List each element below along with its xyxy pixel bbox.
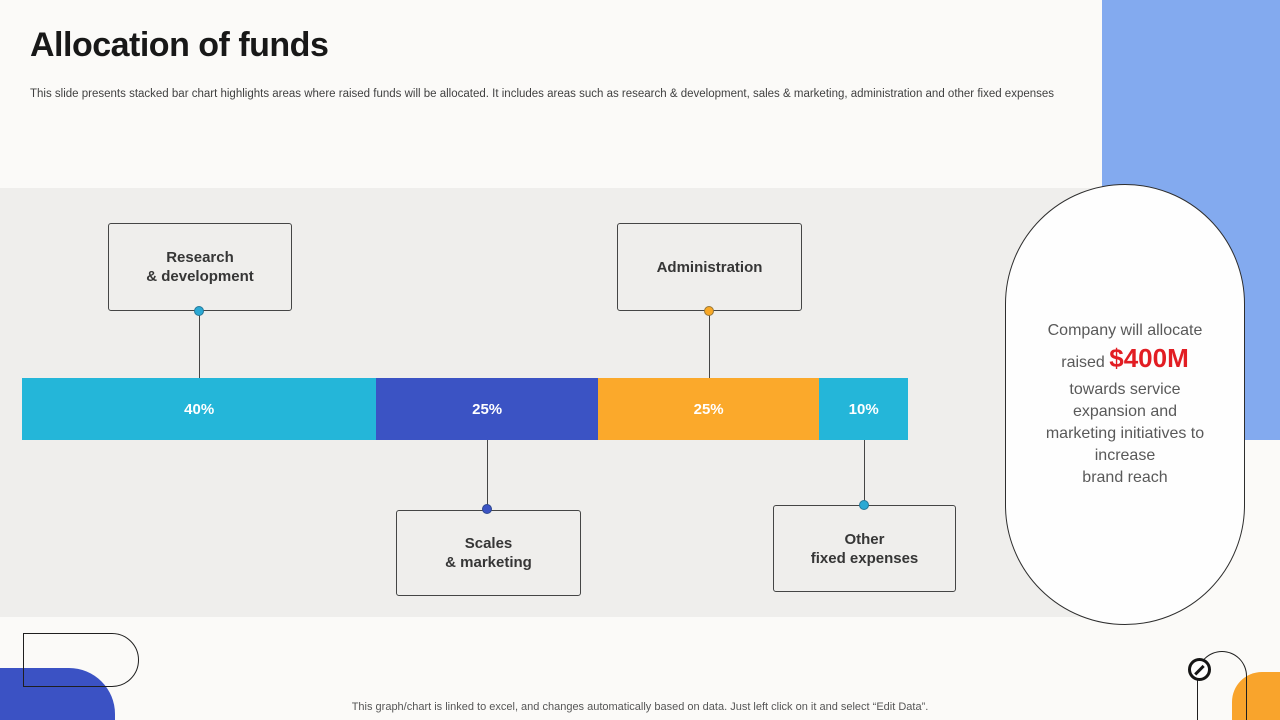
page-title: Allocation of funds: [30, 26, 329, 64]
callout-box-administration[interactable]: Administration: [617, 223, 802, 311]
connector-line: [709, 311, 710, 378]
bar-segment-0[interactable]: 40%: [22, 378, 377, 440]
bar-segment-label: 25%: [693, 400, 724, 418]
bar-segment-label: 40%: [184, 400, 215, 418]
callout-box-scales-marketing[interactable]: Scales & marketing: [396, 510, 581, 596]
connector-line: [864, 440, 865, 506]
connector-dot-research: [194, 306, 204, 316]
raised-amount: $400M: [1109, 343, 1189, 373]
callout-label: Research & development: [146, 249, 254, 285]
bar-segment-label: 10%: [848, 400, 879, 418]
callout-label: Administration: [656, 258, 763, 276]
decor-outline-arch: [1197, 651, 1247, 720]
decor-slashed-circle-icon: [1188, 658, 1211, 681]
highlight-text: Company will allocate raised $400M towar…: [1045, 322, 1205, 486]
callout-box-other-fixed-expenses[interactable]: Other fixed expenses: [773, 505, 956, 592]
edit-data-note: This graph/chart is linked to excel, and…: [351, 701, 929, 713]
decor-blue-blob: [0, 668, 115, 720]
connector-dot-other: [859, 500, 869, 510]
callout-label: Other fixed expenses: [810, 530, 919, 567]
decor-outline-half-stadium: [23, 633, 139, 687]
stacked-bar[interactable]: 40% 25% 25% 10%: [22, 378, 908, 440]
callout-label: Scales & marketing: [445, 535, 532, 571]
slide-subtitle: This slide presents stacked bar chart hi…: [30, 88, 1055, 100]
bar-segment-label: 25%: [472, 400, 503, 418]
connector-dot-scales: [482, 504, 492, 514]
connector-line: [199, 311, 200, 378]
bar-segment-1[interactable]: 25%: [376, 378, 598, 440]
bar-segment-3[interactable]: 10%: [819, 378, 908, 440]
callout-box-research-development[interactable]: Research & development: [108, 223, 292, 311]
connector-line: [487, 440, 488, 510]
bar-segment-2[interactable]: 25%: [597, 378, 820, 440]
highlight-capsule: Company will allocate raised $400M towar…: [1005, 184, 1245, 625]
connector-dot-administration: [704, 306, 714, 316]
